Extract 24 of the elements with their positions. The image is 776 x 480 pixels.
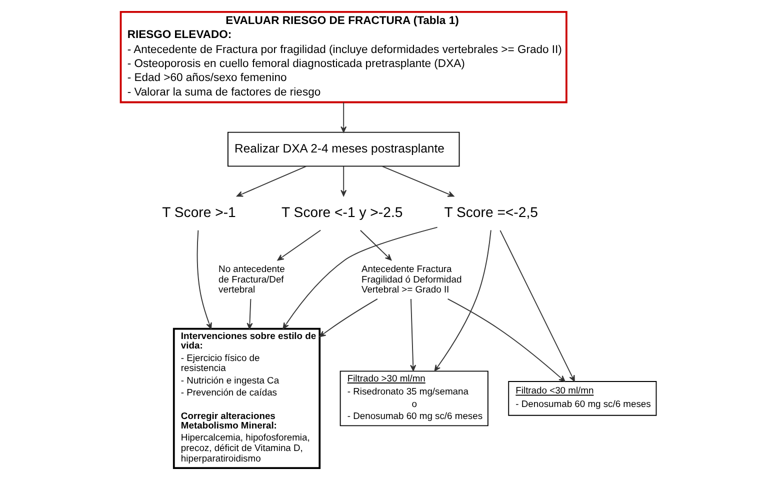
node-text: T Score >-1 [162, 204, 236, 220]
arrow [196, 230, 212, 330]
node-box: Intervenciones sobre estilo de vida: - Ejercicio físico de resistencia - Nutrición e ingesta Ca - Prevención de caídas Corregir alteraciones Metabolismo Mineral: Hipercalcemia, hipofosforemia, precoz, déficit de Vitamina D, hiperparatiroidismo [172, 328, 320, 469]
arrow [340, 102, 346, 133]
arrow [246, 298, 252, 330]
arrow [446, 298, 565, 382]
node-box: Filtrado >30 ml/mn - Risedronato 35 mg/semana o - Denosumab 60 mg sc/6 meses [339, 370, 488, 426]
arrow [381, 166, 454, 197]
node-box: Filtrado <30 ml/mn - Denosumab 60 mg sc/6 meses [508, 381, 656, 416]
arrow [410, 298, 416, 372]
arrow [318, 298, 378, 338]
node-text: T Score <-1 y >-2.5 [281, 204, 402, 220]
node-box: Realizar DXA 2-4 meses postrasplante [226, 132, 460, 167]
node-text: No antecedente de Fractura/Def vertebral [218, 262, 284, 295]
node-text: T Score =<-2,5 [444, 204, 538, 220]
arrow [434, 230, 491, 372]
arrow [499, 230, 574, 382]
arrow [359, 230, 392, 260]
arrow [236, 166, 306, 197]
node-text: Antecedente Fractura Fragilidad ó Deformidad Vertebral >= Grado II [360, 262, 462, 295]
arrow [276, 230, 321, 261]
node-box: EVALUAR RIESGO DE FRACTURA (Tabla 1) RIESGO ELEVADO: - Antecedente de Fractura por fragilidad (incluye deformidades vertebrales >= Grado II) - Osteoporosis en cuello femoral diagnosticada pretrasplante (DXA) - Edad >60 años/sexo femenino - Valorar la suma de factores de riesgo [119, 11, 567, 104]
arrow [282, 226, 438, 330]
arrow [340, 166, 346, 196]
